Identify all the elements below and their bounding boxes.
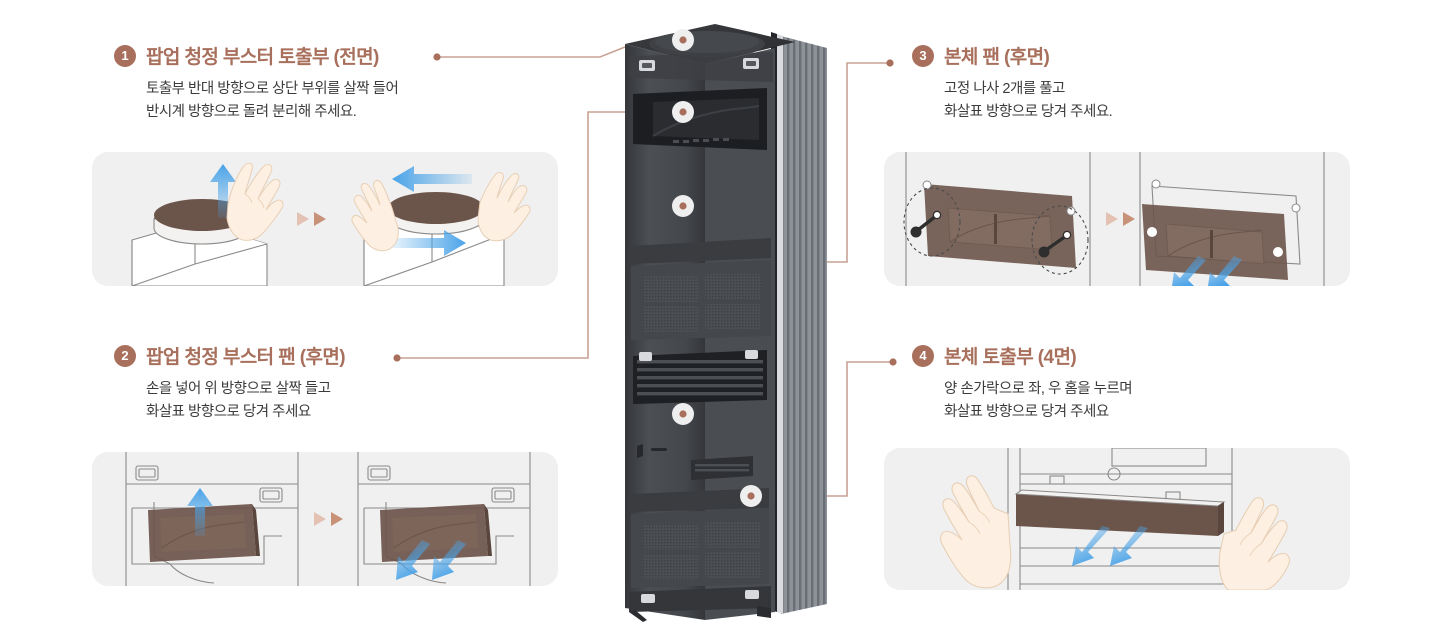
louver-vent [633,350,767,404]
step-1-title: 팝업 청정 부스터 토출부 (전면) [146,47,379,68]
step-2-body-line-1: 손을 넣어 위 방향으로 살짝 들고 [146,381,331,397]
step-1-body: 토출부 반대 방향으로 상단 부위를 살짝 들어 반시계 방향으로 돌려 분리해… [146,78,399,125]
hand-right-press [1218,497,1290,590]
hand-right-grip [226,162,284,241]
step-3-body-line-1: 고정 나사 2개를 풀고 [944,81,1065,97]
arrow-pull-blue-a [396,540,430,580]
step-1-text-block: 1 팝업 청정 부스터 토출부 (전면) 토출부 반대 방향으로 상단 부위를 … [114,42,399,125]
step-2-badge: 2 [114,344,136,367]
step-4-heading: 4 본체 토출부 (4면) [912,342,1132,369]
callout-markers [672,29,762,507]
round-cap-right [387,192,485,235]
arrow-pull-blue-c [1172,256,1206,286]
mid-filter-door-upper [631,238,771,340]
bottom-outlet-bar [631,488,769,588]
step-1-heading: 1 팝업 청정 부스터 토출부 (전면) [114,42,398,69]
marker-4 [672,403,694,425]
lower-small-vent [637,444,753,480]
panel-main-body-fan [884,152,1350,286]
panel-popup-booster-fan [92,452,558,586]
panel-main-body-outlet [884,448,1350,590]
step-1-body-line-2: 반시계 방향으로 돌려 분리해 주세요. [146,104,357,121]
step-3-body-line-2: 화살표 방향으로 당겨 주세요. [944,104,1113,121]
arrow-rotate-blue-left [392,166,472,192]
leader-dot-3 [886,59,894,67]
marker-5 [740,485,762,507]
step-2-title: 팝업 청정 부스터 팬 (후면) [146,347,346,368]
product-base [629,586,771,622]
step-2-text-block: 2 팝업 청정 부스터 팬 (후면) 손을 넣어 위 방향으로 살짝 들고 화살… [114,342,346,425]
step-1-badge: 1 [114,44,136,67]
step-3-heading: 3 본체 팬 (후면) [912,42,1112,69]
fan-cover-left [924,184,1076,268]
step-4-title: 본체 토출부 (4면) [944,347,1077,368]
hand-right-grip-2 [477,171,531,242]
step-2-heading: 2 팝업 청정 부스터 팬 (후면) [114,342,346,369]
upper-clip-band [629,52,773,82]
arrow-up-blue-2 [187,488,213,536]
fan-cover-right [1142,204,1288,280]
screw-left [910,210,942,238]
step-4-body-line-2: 화살표 방향으로 당겨 주세요 [944,404,1109,421]
step-3-badge: 3 [912,44,934,67]
side-vent-fins [771,32,827,614]
hand-left-grip [351,179,399,252]
screw-right [1038,230,1072,258]
arrow-pull-blue-f [1110,526,1148,566]
marker-2 [672,101,694,123]
step-separator-arrows-3 [1106,212,1135,226]
step-2-body-line-2: 화살표 방향으로 당겨 주세요 [146,404,311,421]
arrow-pull-blue-d [1208,256,1242,286]
step-3-text-block: 3 본체 팬 (후면) 고정 나사 2개를 풀고 화살표 방향으로 당겨 주세요… [912,42,1113,125]
arrow-rotate-blue-right [392,230,466,256]
step-3-body: 고정 나사 2개를 풀고 화살표 방향으로 당겨 주세요. [944,78,1113,125]
step-4-badge: 4 [912,344,934,367]
air-purifier-tower-unit [595,8,845,632]
panel-popup-booster-outlet [92,152,558,286]
marker-1 [672,29,694,51]
step-4-body-line-1: 양 손가락으로 좌, 우 홈을 누르며 [944,381,1133,397]
step-4-text-block: 4 본체 토출부 (4면) 양 손가락으로 좌, 우 홈을 누르며 화살표 방향… [912,342,1133,425]
leader-dot-1 [433,53,441,61]
arrow-up-blue-1 [210,164,236,218]
leader-dot-2 [393,354,401,362]
step-4-body: 양 손가락으로 좌, 우 홈을 누르며 화살표 방향으로 당겨 주세요 [944,378,1133,425]
step-3-title: 본체 팬 (후면) [944,47,1050,68]
step-separator-arrows-1 [297,212,326,226]
arrow-pull-blue-b [432,540,466,580]
booster-outlet-cavity [633,88,767,150]
arrow-pull-blue-e [1072,526,1110,566]
step-1-body-line-1: 토출부 반대 방향으로 상단 부위를 살짝 들어 [146,81,399,97]
step-separator-arrows-2 [314,512,343,526]
illustration-screws [905,152,1091,286]
leader-dot-4 [889,358,897,366]
illustration-fan-pull [357,452,531,586]
outlet-bar [1014,489,1226,536]
fan-module-right [380,504,492,562]
step-2-body: 손을 넣어 위 방향으로 살짝 들고 화살표 방향으로 당겨 주세요 [146,378,345,425]
hand-left-press [940,475,1012,589]
marker-3 [672,195,694,217]
